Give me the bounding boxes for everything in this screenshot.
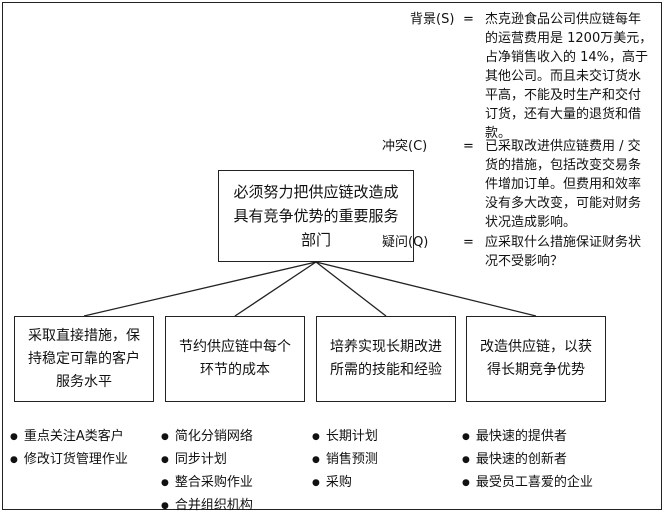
connector-line-1	[83, 261, 317, 317]
bullet-item: 长期计划	[312, 426, 378, 449]
complication-text: 已采取改进供应链费用 / 交货的措施，包括改变交易条件增加订单。但费用和效率没有…	[485, 139, 642, 230]
diagram-frame	[2, 2, 662, 510]
connector-line-3	[315, 261, 387, 317]
bullet-item: 最快速的提供者	[462, 426, 593, 449]
connector-line-2	[234, 261, 317, 317]
bullet-item: 合并组织机构	[161, 495, 253, 518]
question-key: 疑问(Q)	[382, 235, 429, 250]
situation-key: 背景(S)	[410, 12, 455, 27]
root-text: 必须努力把供应链改造成具有竞争优势的重要服务部门	[233, 183, 399, 249]
bullet-list-3: 长期计划 销售预测 采购	[312, 426, 378, 495]
child-box-4: 改造供应链，以获得长期竞争优势	[466, 316, 606, 402]
connector-line-4	[315, 261, 537, 317]
question-text-wrap: = 应采取什么措施保证财务状况不受影响？	[463, 233, 653, 271]
situation-eq: =	[463, 12, 474, 27]
bullet-list-1: 重点关注A类客户 修改订货管理作业	[10, 426, 128, 472]
bullet-item: 修改订货管理作业	[10, 449, 128, 472]
bullet-item: 最受员工喜爱的企业	[462, 472, 593, 495]
bullet-item: 销售预测	[312, 449, 378, 472]
child-box-3: 培养实现长期改进所需的技能和经验	[316, 316, 456, 402]
complication-text-wrap: = 已采取改进供应链费用 / 交货的措施，包括改变交易条件增加订单。但费用和效率…	[463, 137, 653, 232]
root-box: 必须努力把供应链改造成具有竞争优势的重要服务部门	[218, 170, 414, 262]
question-eq: =	[463, 235, 474, 250]
bullet-item: 重点关注A类客户	[10, 426, 128, 449]
question-text: 应采取什么措施保证财务状况不受影响？	[485, 235, 642, 269]
child-box-2-text: 节约供应链中每个环节的成本	[179, 339, 291, 378]
child-box-3-text: 培养实现长期改进所需的技能和经验	[330, 339, 442, 378]
child-box-1-text: 采取直接措施，保持稳定可靠的客户服务水平	[28, 327, 140, 390]
bullet-item: 整合采购作业	[161, 472, 253, 495]
child-box-1: 采取直接措施，保持稳定可靠的客户服务水平	[14, 316, 154, 402]
bullet-item: 最快速的创新者	[462, 449, 593, 472]
bullet-item: 采购	[312, 472, 378, 495]
complication-key: 冲突(C)	[382, 139, 428, 154]
child-box-4-text: 改造供应链，以获得长期竞争优势	[480, 339, 592, 378]
situation-text: 杰克逊食品公司供应链每年的运营费用是 1200万美元，占净销售收入的 14%，高…	[485, 12, 653, 141]
bullet-item: 同步计划	[161, 449, 253, 472]
bullet-item: 简化分销网络	[161, 426, 253, 449]
situation-text-wrap: = 杰克逊食品公司供应链每年的运营费用是 1200万美元，占净销售收入的 14%…	[463, 10, 653, 143]
complication-eq: =	[463, 139, 474, 154]
bullet-list-4: 最快速的提供者 最快速的创新者 最受员工喜爱的企业	[462, 426, 593, 495]
bullet-list-2: 简化分销网络 同步计划 整合采购作业 合并组织机构	[161, 426, 253, 518]
child-box-2: 节约供应链中每个环节的成本	[165, 316, 305, 402]
